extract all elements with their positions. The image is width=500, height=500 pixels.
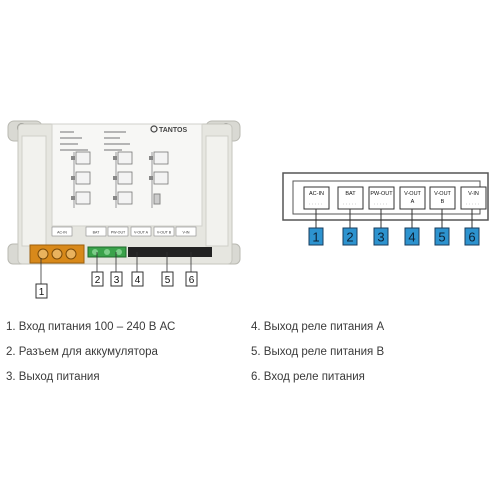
legend-item-5: 5. Выход реле питания В	[251, 346, 385, 358]
relay-led	[113, 176, 117, 180]
device-terminal-label: V-IN	[183, 231, 190, 235]
panel-callout-box-4	[404, 227, 420, 246]
photo-callout-box-4	[131, 271, 144, 287]
panel-callout-box-5	[434, 227, 450, 246]
device-terminal-labels: AC-IN BAT PW-OUT V-OUT A V-OUT B V-IN	[51, 226, 197, 237]
relay-led	[71, 176, 75, 180]
relay-icon	[153, 151, 169, 165]
relay-schematic	[71, 151, 169, 208]
panel-terminal-sublabel: B	[441, 199, 445, 205]
photo-callouts: 1 2 3 4 5 6	[35, 252, 198, 299]
device-terminal-label-box	[130, 226, 152, 237]
relay-icon	[117, 191, 133, 205]
side-rail-right	[205, 135, 229, 247]
relay-icon	[75, 191, 91, 205]
device-terminal-label: BAT	[93, 231, 101, 235]
panel-terminal-label: V-IN	[468, 191, 479, 197]
relay-led	[149, 156, 153, 160]
device-terminal-label-box	[153, 226, 175, 237]
brand-logo: TANTOS	[159, 127, 187, 134]
relay-led	[113, 196, 117, 200]
relay-led	[149, 176, 153, 180]
relay-led	[71, 156, 75, 160]
photo-callout-number-2: 2	[95, 275, 101, 286]
panel-callout-box-2	[342, 227, 358, 246]
terminal-screw	[51, 248, 63, 260]
photo-callout-number-5: 5	[165, 275, 171, 286]
device-terminal-label: AC-IN	[57, 231, 67, 235]
photo-callout-box-3	[110, 271, 123, 287]
panel-callout-box-3	[373, 227, 389, 246]
legend-item-3: 3. Выход питания	[6, 371, 100, 383]
relay-led	[113, 156, 117, 160]
panel-callouts: 1 2 3 4 5 6	[308, 209, 480, 246]
photo-callout-number-1: 1	[39, 287, 45, 298]
panel-terminal-label: PW-OUT	[370, 191, 393, 197]
side-rail-left	[21, 135, 47, 247]
relay-icon	[117, 151, 133, 165]
terminal-block-black	[128, 247, 212, 257]
device-terminal-label-box	[175, 226, 197, 237]
panel-callout-number-3: 3	[377, 230, 384, 245]
legend-item-4: 4. Выход реле питания А	[251, 321, 385, 333]
panel-callout-number-4: 4	[408, 230, 415, 245]
legend-item-1: 1. Вход питания 100 – 240 В АС	[6, 321, 176, 333]
panel-terminals: AC-IN BAT PW-OUT V-OUT A V-OUT B V-IN	[303, 186, 487, 210]
terminal-screw	[104, 249, 110, 255]
panel-callout-number-6: 6	[468, 230, 475, 245]
photo-callout-number-4: 4	[135, 275, 141, 286]
photo-callout-box-2	[91, 271, 104, 287]
relay-led	[71, 196, 75, 200]
panel-terminal-6	[460, 186, 487, 210]
photo-callout-box-6	[185, 271, 198, 287]
panel-callout-number-2: 2	[346, 230, 353, 245]
device-photo: TANTOS AC-IN BAT PW-OUT V-OUT A V-OUT B V-IN	[7, 120, 241, 265]
legend-item-2: 2. Разъем для аккумулятора	[6, 346, 158, 358]
panel-terminal-label: AC-IN	[309, 191, 324, 197]
relay-icon	[153, 171, 169, 185]
legend-item-6: 6. Вход реле питания	[251, 371, 365, 383]
panel-terminal-label: BAT	[345, 191, 356, 197]
relay-icon	[75, 171, 91, 185]
panel-terminal-sublabel: A	[411, 199, 415, 205]
panel-callout-number-5: 5	[438, 230, 445, 245]
terminal-screw	[37, 248, 49, 260]
photo-callout-number-3: 3	[114, 275, 120, 286]
panel-callout-box-1	[308, 227, 324, 246]
device-terminal-label-box	[107, 226, 129, 237]
relay-icon	[117, 171, 133, 185]
terminal-screw	[65, 248, 77, 260]
device-terminal-label: V-OUT B	[157, 231, 172, 235]
terminal-screw	[116, 249, 122, 255]
photo-callout-box-5	[161, 271, 174, 287]
device-terminal-label-box	[51, 226, 73, 237]
device-terminal-label: V-OUT A	[134, 231, 149, 235]
photo-callout-box-1	[35, 283, 48, 299]
panel-callout-box-6	[464, 227, 480, 246]
panel-schematic: AC-IN BAT PW-OUT V-OUT A V-OUT B V-IN	[282, 172, 489, 221]
photo-callout-number-6: 6	[189, 275, 195, 286]
panel-terminal-label: V-OUT	[404, 191, 421, 197]
brand-logo-icon	[150, 125, 158, 133]
device-terminal-label: PW-OUT	[111, 231, 126, 235]
panel-callout-number-1: 1	[312, 230, 319, 245]
relay-icon	[75, 151, 91, 165]
printed-specs	[60, 131, 130, 151]
terminal-screw	[92, 249, 98, 255]
panel-terminal-label: V-OUT	[434, 191, 451, 197]
device-terminal-label-box	[85, 226, 107, 237]
fuse-icon	[153, 193, 161, 205]
